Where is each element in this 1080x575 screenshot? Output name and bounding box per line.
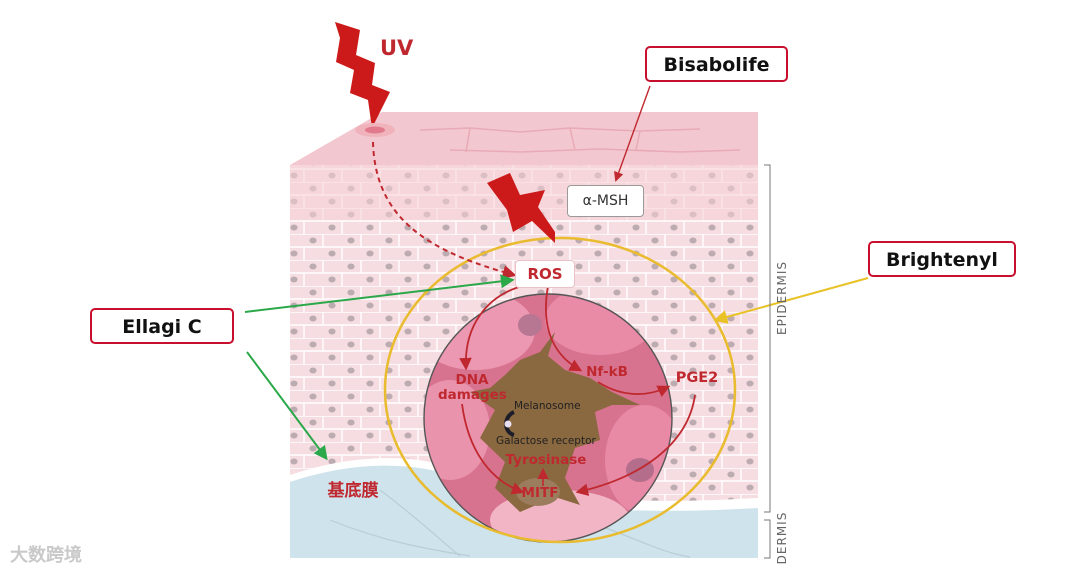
dermis-bracket bbox=[764, 519, 771, 559]
dna-damages-label-line1: DNA bbox=[455, 372, 489, 388]
basement-membrane-label: 基底膜 bbox=[327, 481, 379, 501]
melanocyte-zoom bbox=[424, 294, 672, 542]
stratum-corneum-top bbox=[290, 112, 758, 165]
galactose-receptor-icon bbox=[504, 420, 512, 428]
brightenyl-target-ellipse bbox=[383, 236, 737, 544]
dermis-label: DERMIS bbox=[775, 511, 789, 565]
melanosome-label: Melanosome bbox=[514, 400, 581, 412]
ellagi-to-basement-arrow bbox=[246, 351, 328, 461]
uv-label: UV bbox=[380, 36, 414, 60]
ros-node: ROS bbox=[515, 260, 575, 288]
nucleus bbox=[518, 314, 542, 336]
mitf-nucleus bbox=[516, 478, 560, 506]
nfkb-to-pge2-arrow bbox=[597, 381, 671, 398]
melanocyte-body bbox=[470, 332, 640, 512]
uv-to-ros-arrow bbox=[372, 141, 517, 279]
dna-to-mitf-arrow bbox=[461, 403, 525, 495]
ros-to-nfkb-arrow bbox=[545, 285, 583, 372]
lightning-icon bbox=[487, 173, 555, 243]
ros-to-dna-arrow bbox=[459, 284, 527, 371]
uv-impact-ring-inner bbox=[365, 126, 385, 134]
uv-lightning-icon bbox=[335, 22, 390, 128]
tyrosinase-label: Tyrosinase bbox=[505, 452, 587, 468]
alpha-msh-node: α-MSH bbox=[567, 185, 644, 217]
ellagi-to-ros-arrow bbox=[244, 274, 515, 313]
surface-cracks bbox=[419, 127, 741, 153]
galactose-receptor-label: Galactose receptor bbox=[496, 435, 596, 447]
dna-damages-label-line2: damages bbox=[438, 387, 507, 403]
bisabolife-callout: Bisabolife bbox=[645, 46, 788, 82]
epidermis-bracket bbox=[764, 164, 771, 513]
nfkb-label: Nf-kB bbox=[586, 364, 628, 380]
pge2-label: PGE2 bbox=[675, 370, 719, 386]
pge2-to-mitf-arrow bbox=[575, 394, 696, 496]
ellagi-c-callout: Ellagi C bbox=[90, 308, 234, 344]
dermis-fibers bbox=[329, 489, 691, 558]
bisabolife-to-msh-arrow bbox=[614, 85, 651, 182]
brightenyl-to-ellipse-arrow bbox=[713, 277, 869, 324]
brightenyl-callout: Brightenyl bbox=[868, 241, 1016, 277]
watermark-logo: 大数跨境 bbox=[10, 545, 82, 566]
epidermis-label: EPIDERMIS bbox=[775, 260, 789, 336]
mitf-label: MITF bbox=[521, 485, 559, 501]
